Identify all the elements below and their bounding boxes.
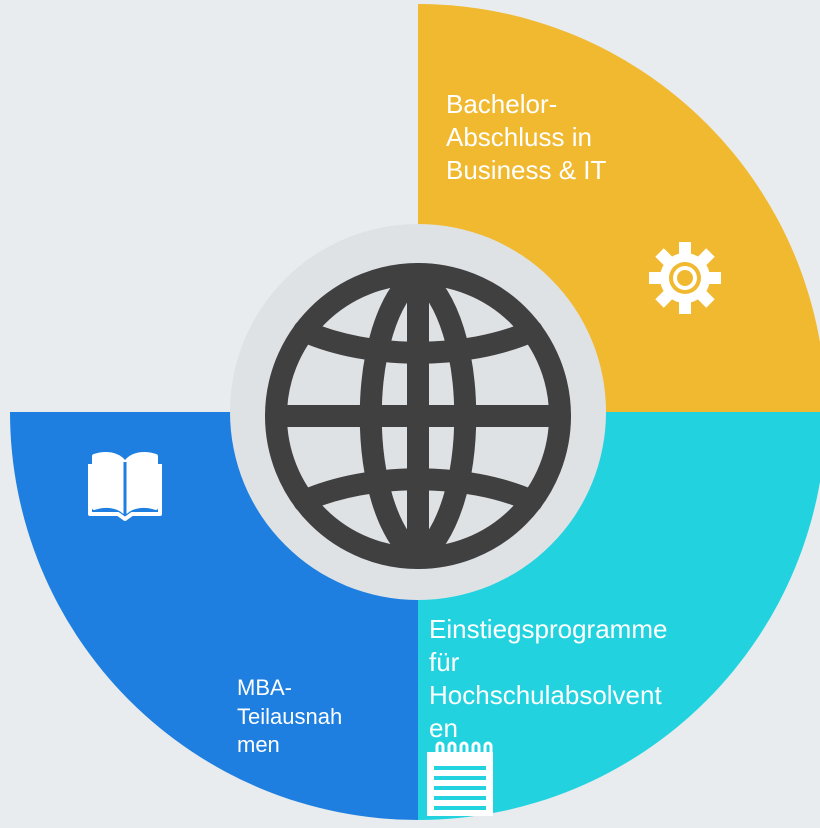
segment-label-bachelor: Bachelor- Abschluss in Business & IT [446, 89, 607, 186]
segment-label-mba: MBA- Teilausnah men [237, 675, 343, 758]
notepad-icon [427, 741, 493, 816]
globe-icon [265, 263, 571, 569]
gear-icon [649, 242, 721, 314]
segment-label-einstiegsprogramme: Einstiegsprogramme für Hochschulabsolven… [429, 614, 668, 744]
book-icon [88, 452, 162, 521]
